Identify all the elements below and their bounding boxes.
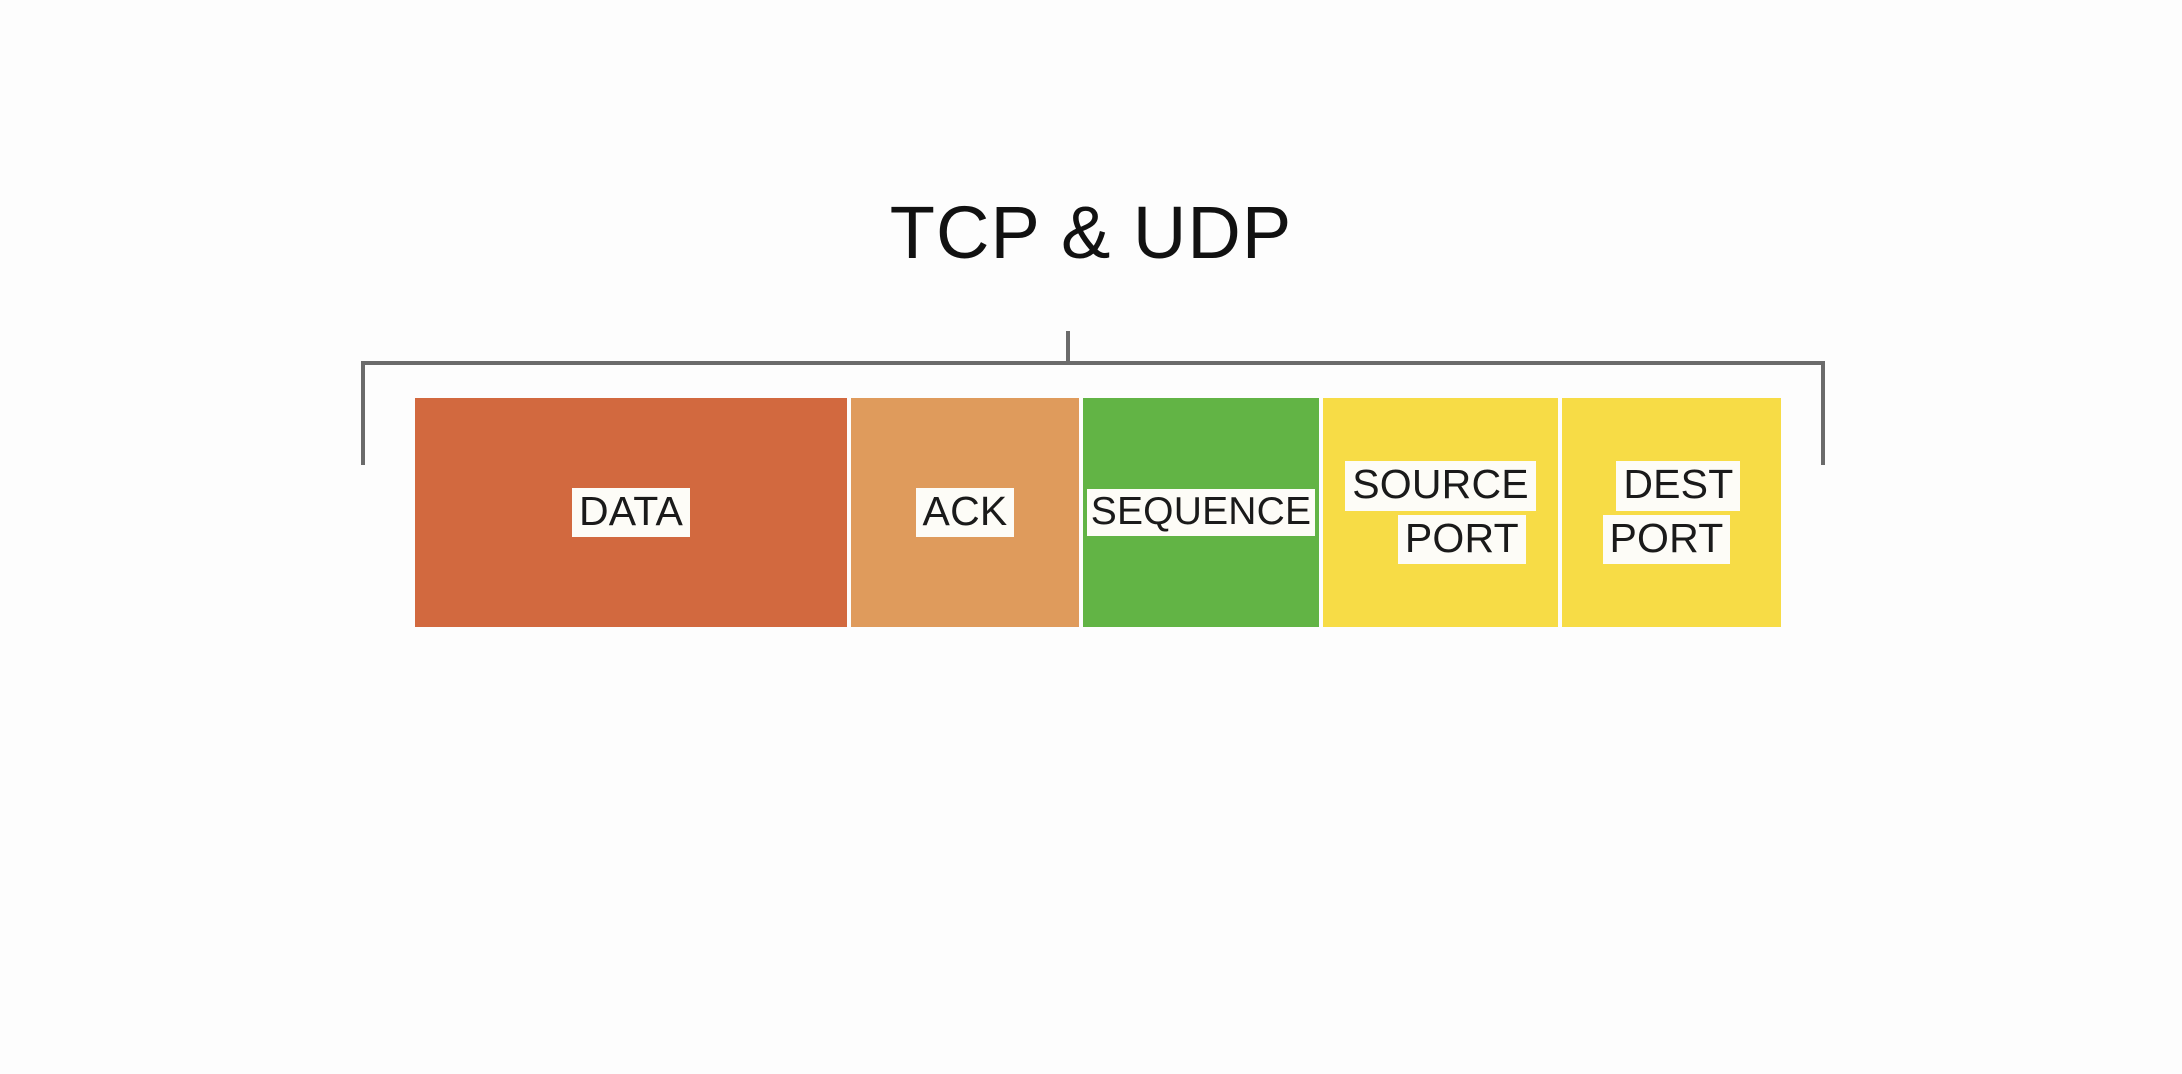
- packet-field-dest-port[interactable]: DEST PORT: [1562, 398, 1781, 627]
- packet-field-source-port-label-line-2: PORT: [1397, 514, 1526, 565]
- packet-field-ack[interactable]: ACK: [851, 398, 1079, 627]
- packet-field-data-label-line-1: DATA: [571, 487, 691, 538]
- packet-field-dest-port-label: DEST PORT: [1602, 460, 1741, 565]
- packet-field-ack-label: ACK: [915, 487, 1015, 538]
- packet-field-ack-label-line-1: ACK: [915, 487, 1015, 538]
- packet-field-row: DATA ACK SEQUENCE SOURCE PORT DEST PORT: [415, 398, 1781, 627]
- packet-field-data[interactable]: DATA: [415, 398, 847, 627]
- page-title: TCP & UDP: [889, 191, 1293, 274]
- packet-field-sequence-label: SEQUENCE: [1086, 488, 1316, 537]
- packet-field-source-port[interactable]: SOURCE PORT: [1323, 398, 1558, 627]
- packet-field-dest-port-label-line-1: DEST: [1616, 460, 1741, 511]
- packet-field-data-label: DATA: [571, 487, 691, 538]
- packet-field-source-port-label-line-1: SOURCE: [1345, 460, 1536, 511]
- packet-field-source-port-label: SOURCE PORT: [1345, 460, 1536, 565]
- packet-field-sequence[interactable]: SEQUENCE: [1083, 398, 1319, 627]
- packet-field-dest-port-label-line-2: PORT: [1602, 514, 1731, 565]
- packet-field-sequence-label-line-1: SEQUENCE: [1086, 488, 1316, 537]
